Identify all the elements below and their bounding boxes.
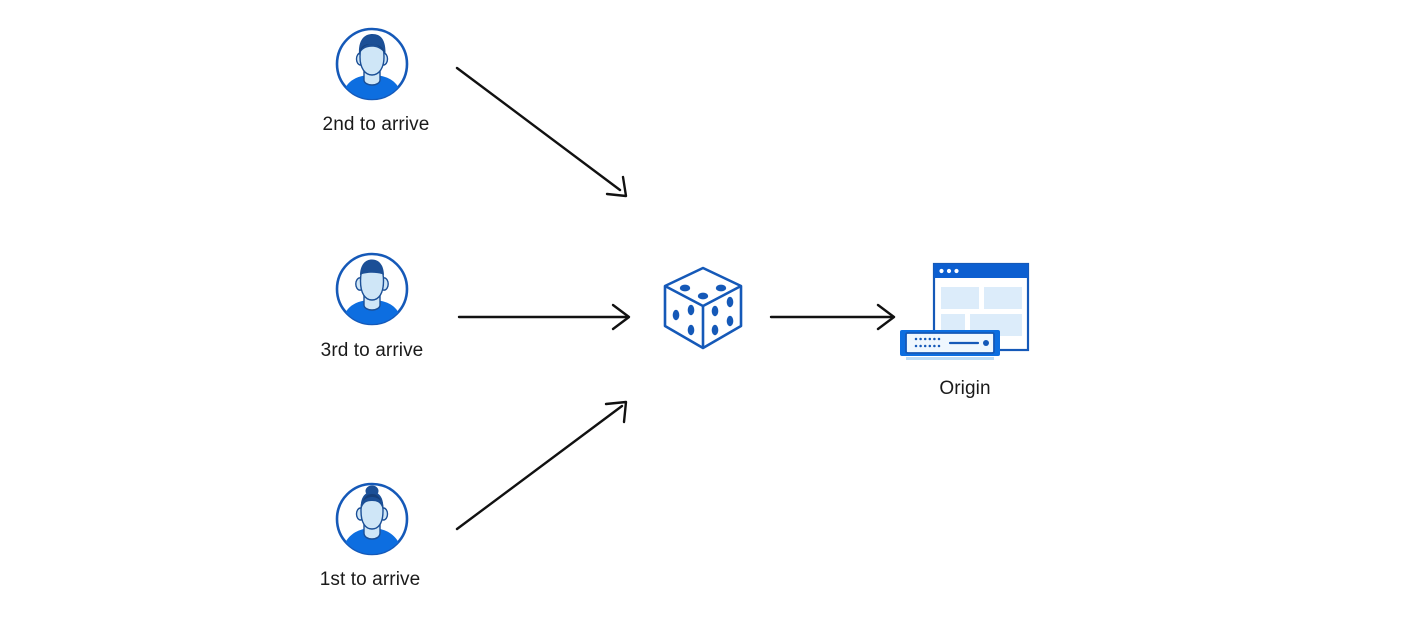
arrow-1st-to-dice	[455, 400, 628, 531]
node-visitor-3rd[interactable]	[334, 251, 410, 327]
node-label-visitor-2nd: 2nd to arrive	[322, 114, 430, 135]
node-visitor-1st[interactable]	[334, 481, 410, 557]
user-avatar-icon	[335, 27, 409, 101]
server-device-icon	[900, 330, 1000, 360]
arrow-dice-to-origin	[769, 303, 896, 331]
arrow-3rd-to-dice	[457, 303, 631, 331]
node-label-visitor-1st: 1st to arrive	[319, 569, 421, 590]
node-randomizer[interactable]	[655, 260, 751, 356]
origin-server-icon	[900, 262, 1030, 360]
node-label-origin: Origin	[939, 378, 991, 399]
user-avatar-icon	[335, 482, 409, 556]
dice-icon	[663, 266, 743, 350]
node-label-visitor-3rd: 3rd to arrive	[320, 340, 424, 361]
user-avatar-icon	[335, 252, 409, 326]
node-visitor-2nd[interactable]	[334, 26, 410, 102]
node-origin[interactable]	[896, 258, 1036, 368]
